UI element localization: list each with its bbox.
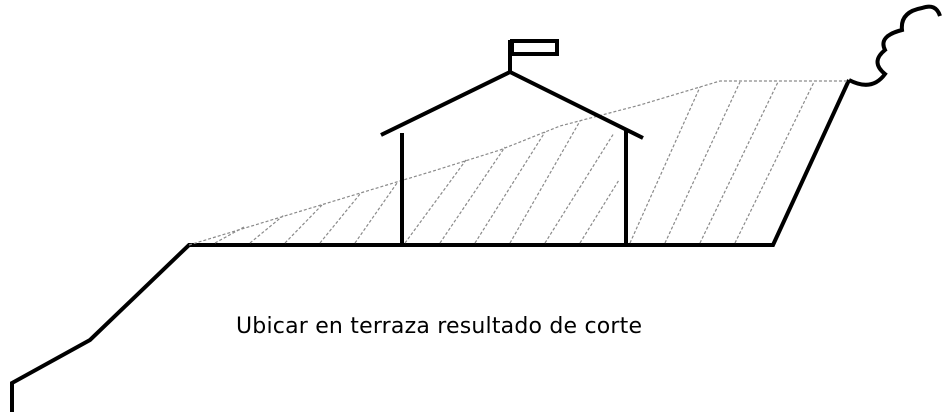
house-roof [380, 69, 644, 140]
cut-hatching [214, 81, 815, 244]
house [380, 39, 644, 246]
diagram-caption: Ubicar en terraza resultado de corte [236, 314, 643, 339]
flag [510, 39, 559, 56]
vegetation-outline [848, 4, 942, 87]
original-slope-line [188, 80, 849, 246]
terrain-profile [10, 79, 851, 412]
